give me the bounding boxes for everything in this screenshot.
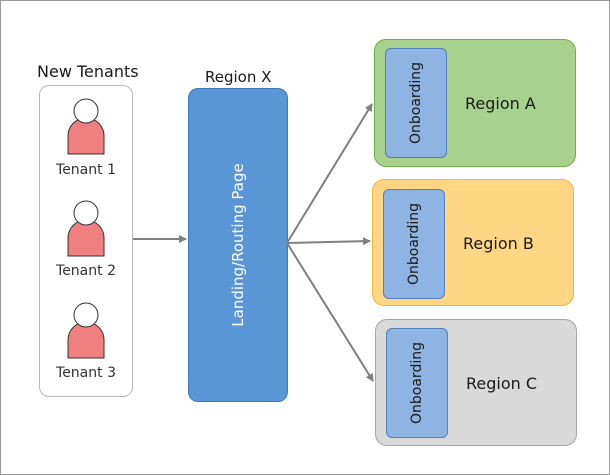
tenant-3-icon: [67, 302, 105, 359]
arrow-landing-to-region-c: [286, 242, 374, 382]
region-b-box: Onboarding Region B: [372, 179, 574, 306]
tenant-3-label: Tenant 3: [56, 365, 116, 381]
region-x-title: Region X: [205, 68, 272, 86]
new-tenants-title: New Tenants: [37, 62, 139, 81]
arrow-landing-to-region-b: [286, 237, 371, 246]
region-a-box: Onboarding Region A: [374, 39, 576, 167]
tenant-2-icon: [67, 200, 105, 257]
region-c-onboarding-box: Onboarding: [386, 328, 448, 438]
arrow-landing-to-region-a: [286, 103, 373, 244]
tenant-2-label: Tenant 2: [56, 263, 116, 279]
landing-routing-page-box: Landing/Routing Page: [188, 88, 288, 402]
region-a-label: Region A: [465, 94, 536, 113]
region-c-box: Onboarding Region C: [375, 319, 577, 446]
region-c-label: Region C: [466, 374, 538, 393]
region-b-label: Region B: [463, 234, 534, 253]
tenants-group: Tenant 1 Tenant 2 Tenant 3: [39, 85, 133, 397]
region-b-onboarding-box: Onboarding: [383, 189, 445, 299]
tenant-1-icon: [67, 98, 105, 155]
tenant-1-label: Tenant 1: [56, 162, 116, 178]
region-a-onboarding-box: Onboarding: [385, 48, 447, 158]
tenant-icons: [67, 98, 105, 359]
